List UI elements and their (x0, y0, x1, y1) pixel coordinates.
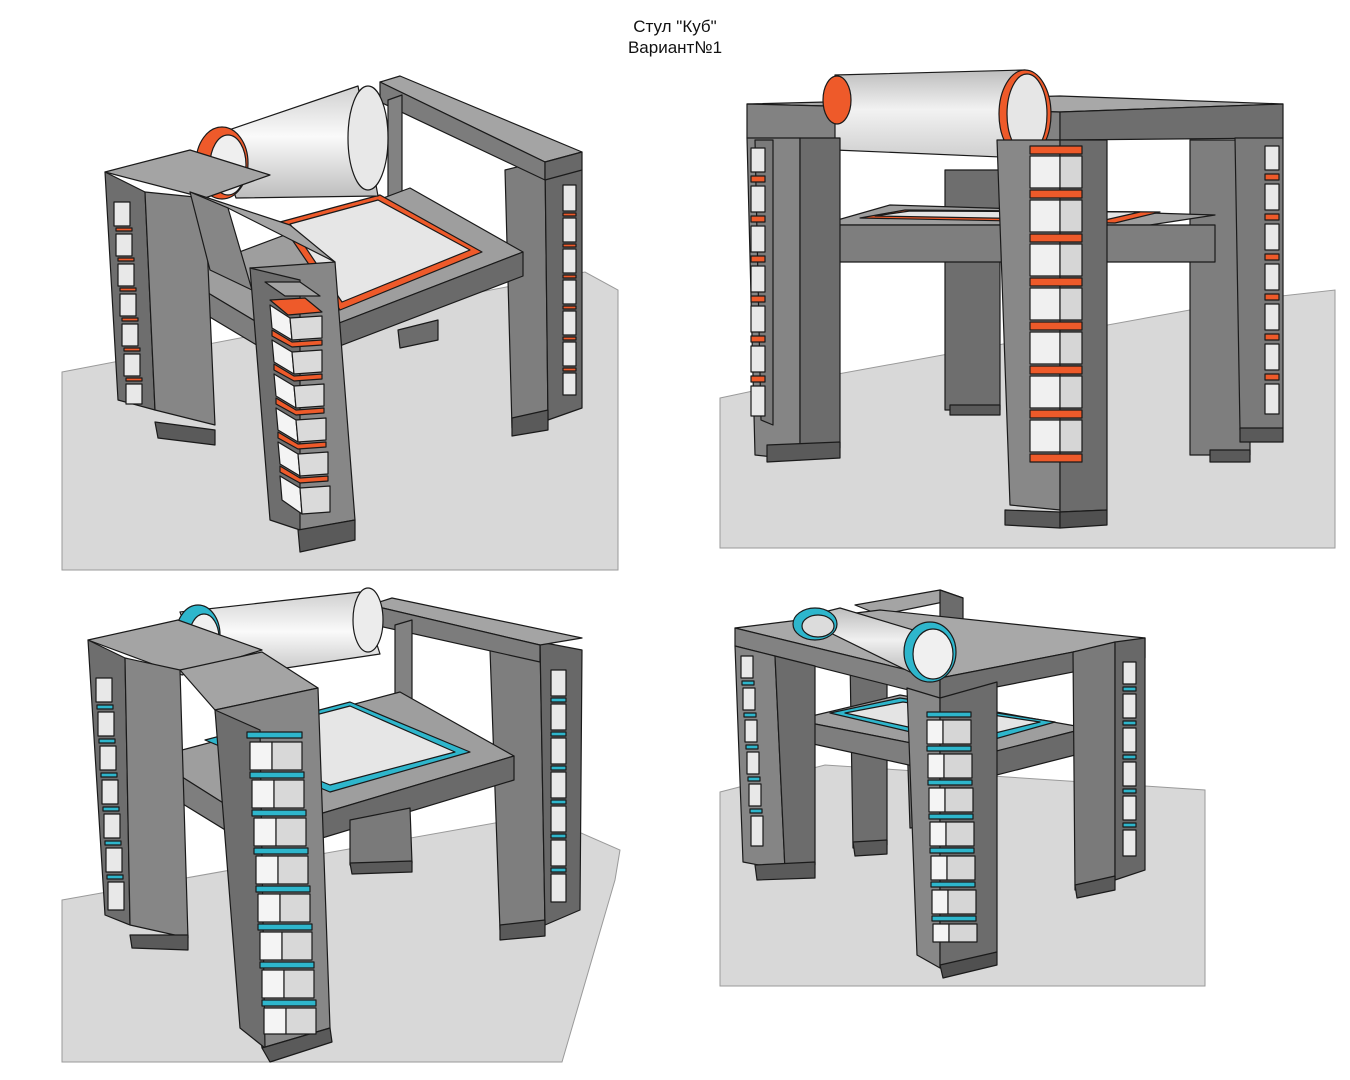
right-leg-accent-blocks (550, 669, 567, 903)
left-leg-accent-blocks (113, 201, 143, 405)
cylinder-end-cap-right (347, 85, 389, 191)
left-arm-top (104, 149, 271, 199)
chair-view-cyan-front-left (61, 587, 621, 1063)
title-line-1: Стул "Куб" (633, 17, 717, 36)
sheet-title: Стул "Куб" Вариант№1 (0, 16, 1350, 58)
right-leg-accent-blocks (562, 184, 577, 396)
backrest-cylinder (834, 69, 1026, 159)
chair-view-cyan-front-right (719, 589, 1206, 987)
front-right-leg (1072, 641, 1116, 891)
right-leg-accent-blocks (1264, 145, 1280, 415)
title-line-2: Вариант№1 (627, 38, 723, 57)
right-leg-accent-blocks (1122, 661, 1137, 857)
left-leg-accent-blocks (750, 147, 766, 417)
leg-accent-blocks (269, 297, 331, 515)
cylinder-end-cap-left (822, 75, 852, 125)
left-leg-accent-blocks (740, 655, 764, 847)
left-leg-accent-blocks (95, 677, 125, 911)
corner-leg-accent-blocks (926, 711, 978, 943)
back-right-leg (504, 159, 549, 429)
back-right-leg (489, 641, 546, 931)
chair-view-orange-front (719, 69, 1336, 549)
middle-leg-accent-blocks (1029, 145, 1083, 463)
cylinder-end-cap-right (352, 587, 384, 653)
chair-view-orange-front-left (61, 75, 619, 571)
leg-accent-blocks (246, 731, 317, 1035)
